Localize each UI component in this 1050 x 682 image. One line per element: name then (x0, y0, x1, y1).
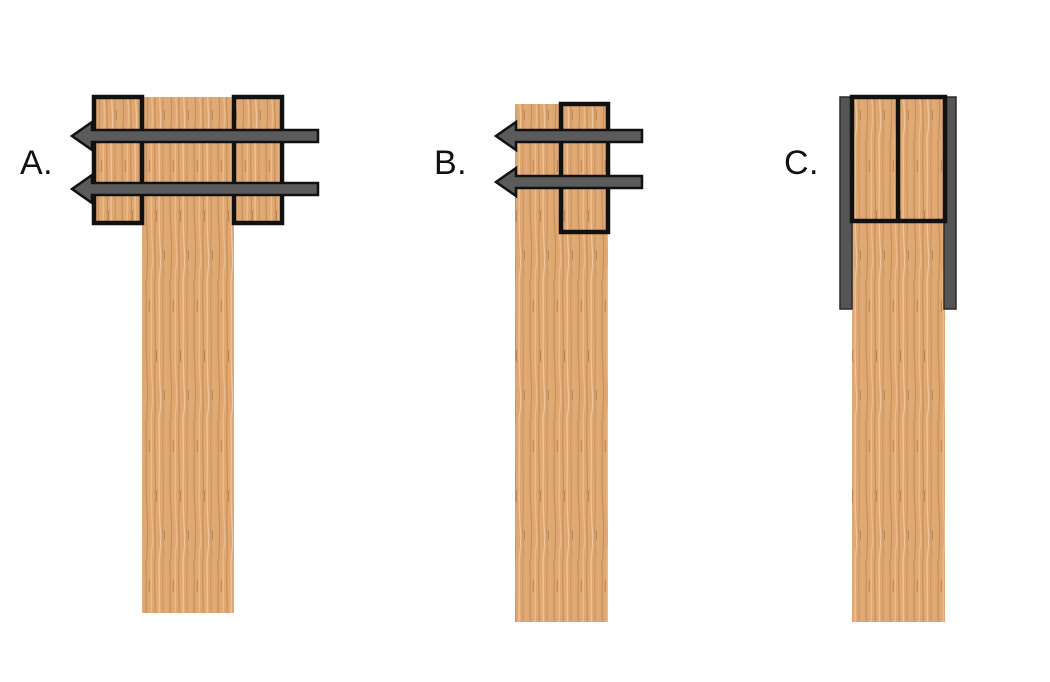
left-arrow-icon (69, 172, 320, 206)
cleat-left-a (91, 94, 145, 226)
panel-a (69, 94, 320, 613)
left-arrow-icon (69, 119, 320, 153)
left-arrow-icon (493, 119, 644, 153)
panel-b (493, 101, 644, 622)
cleat-right-a (231, 94, 285, 226)
left-arrow-icon (493, 165, 644, 199)
panel-c (839, 94, 957, 622)
panel-label-a: A. (20, 144, 54, 182)
panel-label-c: C. (784, 144, 819, 182)
panel-label-b: B. (434, 144, 468, 182)
cleat-b (558, 101, 611, 235)
post-a (142, 97, 234, 613)
